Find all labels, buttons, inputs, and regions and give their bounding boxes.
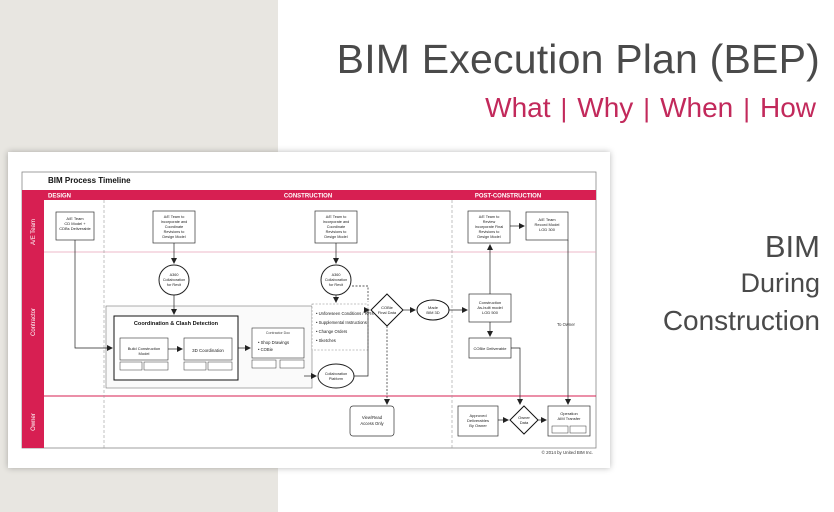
phase-design: DESIGN [48,194,71,200]
cobie-deliverable-text: COBie Deliverable [474,346,508,351]
subtitle-how: How [759,92,816,123]
process-diagram: BIM Process Timeline DESIGN CONSTRUCTION… [21,171,597,455]
field-items-text: • Unforeseen Conditions / RFIs • Supplem… [316,311,375,343]
connector [74,240,113,351]
subtitle-separator: | [743,93,750,123]
ae-record-box [525,211,569,241]
subtitle-separator: | [643,93,651,123]
ae-incorporate-box-1 [152,210,196,244]
phase-band [22,190,596,200]
process-diagram-card: BIM Process Timeline DESIGN CONSTRUCTION… [8,152,610,468]
shop-items-text: • Shop Drawings• COBie [258,340,289,352]
phase-post-construction: POST-CONSTRUCTION [475,194,541,200]
subtitle-nav: What | Why | When | How [485,92,816,124]
collab-platform-node [317,363,355,389]
diagram-title: BIM Process Timeline [48,176,131,185]
shop-drawings-box [251,327,305,359]
coord-3d-sub [183,361,207,371]
contractor-doc-label: Contractor Doc [266,331,290,335]
lane-owner: Owner [31,413,37,431]
lane-label-bar [22,200,44,448]
build-model-sub [119,361,143,371]
ae-incorporate-box-2 [314,210,358,244]
ops-sub [551,425,569,434]
side-heading-line-1: BIM [764,229,820,264]
side-heading: BIM During Construction [663,228,820,339]
coord-3d-sub [207,361,233,371]
connector [511,347,523,405]
subtitle-when: When [660,92,734,123]
side-heading-line-2: During [740,268,820,298]
coord-3d-box [183,337,233,361]
lane-contractor: Contractor [31,308,37,336]
shop-sub [279,359,305,369]
coord-3d-text: 3D Coordination [192,348,224,353]
owner-data-diamond [509,405,539,435]
connector [354,307,370,377]
connector [352,285,369,302]
shop-sub [251,359,277,369]
phase-construction: CONSTRUCTION [284,194,332,200]
ae-deliverable-box [55,211,95,241]
subtitle-why: Why [577,92,634,123]
copyright-text: © 2014 by United BIM Inc. [542,450,593,455]
approved-box [457,405,499,437]
connectors [74,223,571,423]
side-heading-line-3: Construction [662,305,820,336]
view-read-box [349,405,395,437]
field-items-box [311,303,369,351]
subtitle-separator: | [560,93,568,123]
lane-ae-team: A/E Team [31,219,37,245]
ae-review-box [467,210,511,244]
coordination-title: Coordination & Clash Detection [134,321,219,327]
as-built-box [468,293,512,323]
subtitle-what: What [485,92,551,123]
ops-sub [569,425,587,434]
to-owner-label: To Owner [557,322,576,327]
build-model-sub [143,361,169,371]
page-title: BIM Execution Plan (BEP) [336,36,820,82]
